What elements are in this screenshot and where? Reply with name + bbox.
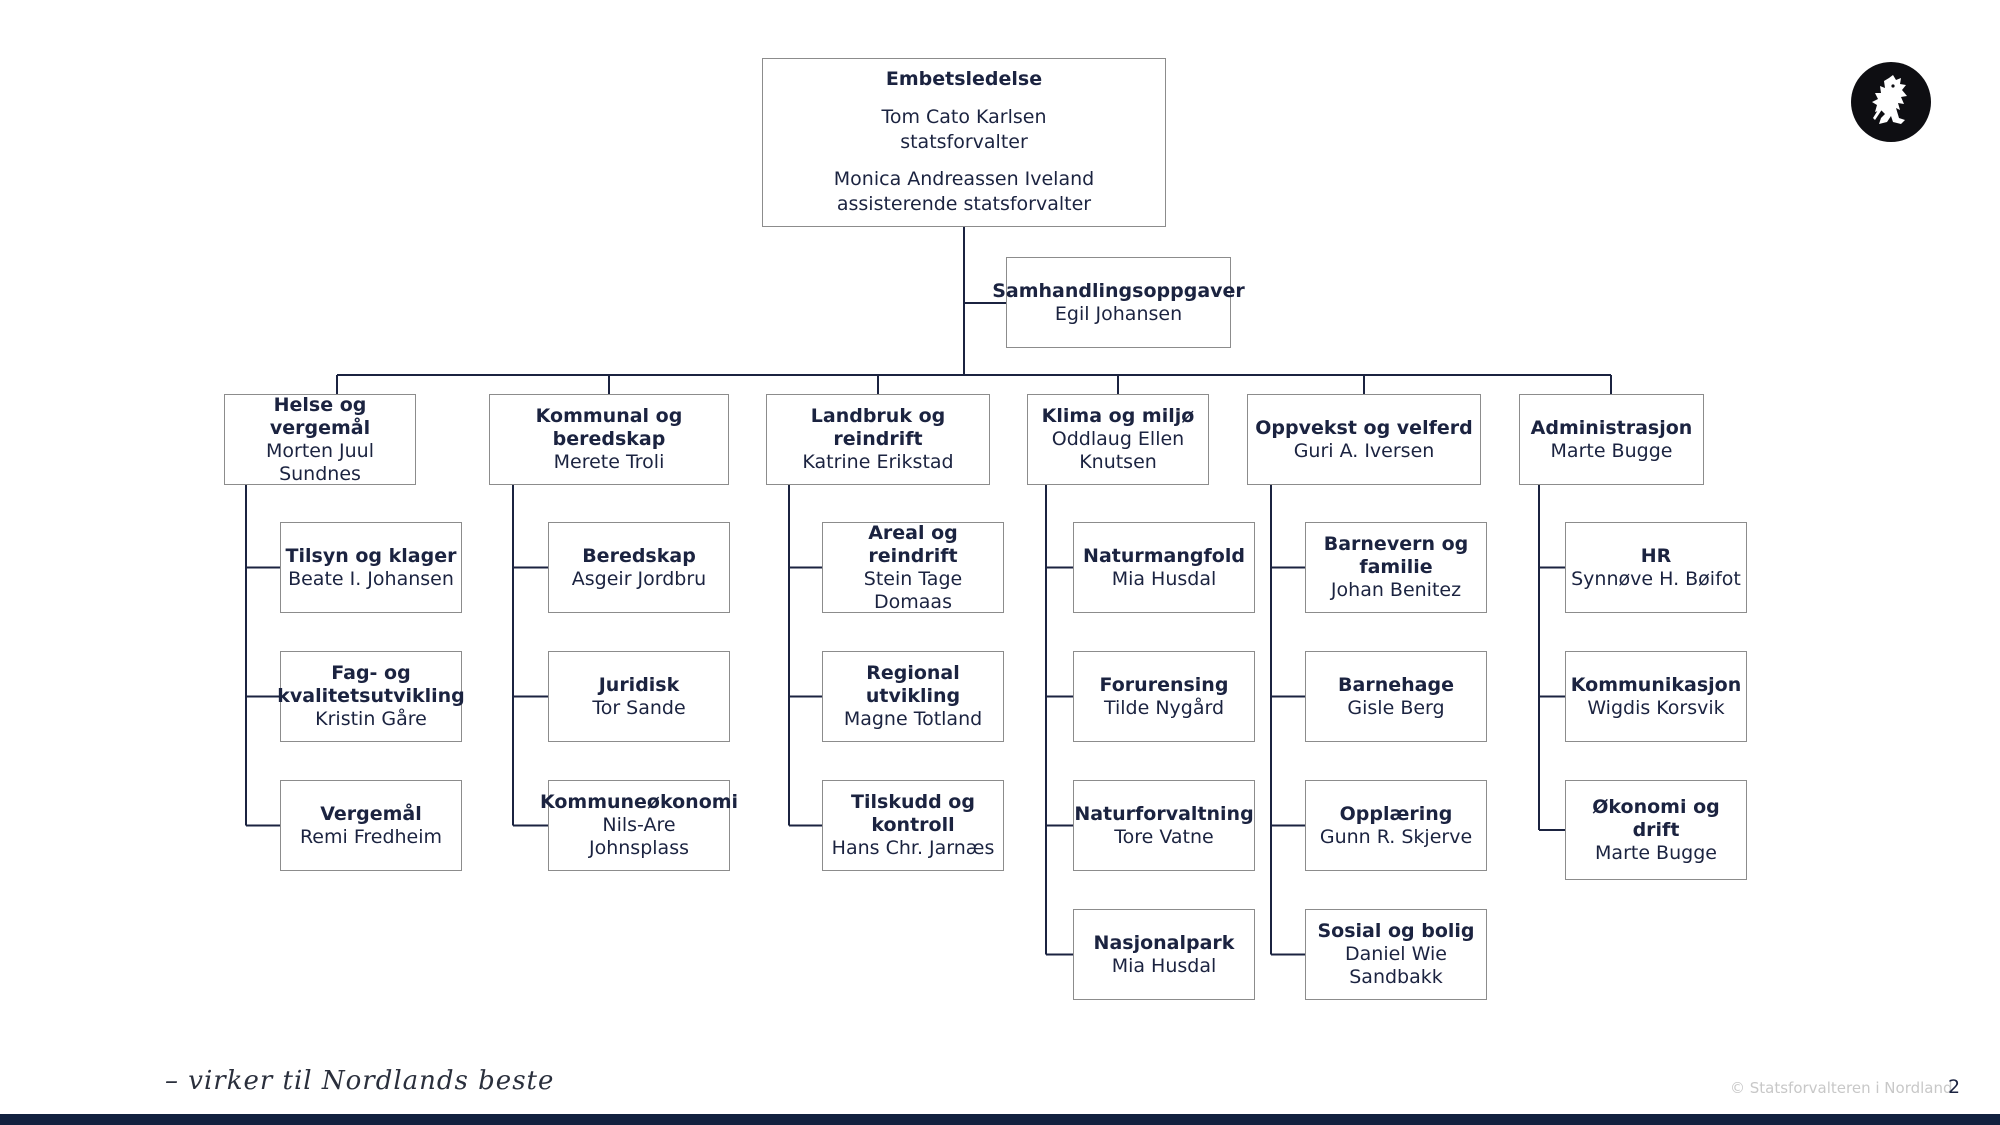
department-title: Landbruk og reindrift [810,405,946,450]
department-head: Marte Bugge [1550,439,1673,462]
department-title: Kommunal og beredskap [535,405,683,450]
unit-title: HR [1640,544,1672,567]
slogan: – virker til Nordlands beste [165,1066,555,1096]
unit-head: Remi Fredheim [299,825,443,848]
top-management-title: Embetsledelse [885,68,1043,90]
unit-head: Wigdis Korsvik [1587,696,1725,719]
unit-title: Tilsyn og klager [285,544,457,567]
unit-head: Tilde Nygård [1103,696,1225,719]
unit-title: Forurensing [1099,673,1229,696]
page-number: 2 [1948,1076,1961,1098]
unit-title: Tilskudd og kontroll [851,791,975,836]
department-head: Guri A. Iversen [1293,439,1435,462]
unit-title: Naturmangfold [1083,544,1245,567]
unit-head: Mia Husdal [1111,954,1217,977]
unit-head: Mia Husdal [1111,567,1217,590]
department-title: Administrasjon [1530,416,1693,439]
unit-head: Kristin Gåre [315,708,427,730]
unit-head: Asgeir Jordbru [571,567,707,590]
unit-title: Sosial og bolig [1317,920,1475,942]
unit-head: Gunn R. Skjerve [1319,825,1473,848]
unit-title: Juridisk [598,673,680,696]
top-person2-role: assisterende statsforvalter [836,193,1092,215]
copyright: © Statsforvalteren i Nordland [1730,1079,1953,1097]
unit-head: Marte Bugge [1595,841,1717,864]
unit-head: Hans Chr. Jarnæs [831,837,995,859]
unit-title: Vergemål [320,802,422,825]
unit-title: Opplæring [1339,802,1453,825]
department-title: Helse og vergemål [269,393,371,439]
staff-title: Samhandlingsoppgaver [992,279,1245,302]
unit-head: Tor Sande [592,696,686,719]
unit-title: Beredskap [582,544,696,567]
department-head: Morten Juul Sundnes [265,439,375,485]
department-head: Merete Troli [553,451,665,473]
unit-head: Magne Totland [843,708,983,730]
top-person1-role: statsforvalter [900,131,1028,153]
department-title: Klima og miljø [1041,405,1195,427]
unit-head: Stein Tage Domaas [863,567,963,613]
staff-person: Egil Johansen [1054,302,1183,325]
unit-title: Økonomi og drift [1592,795,1720,841]
department-head: Katrine Erikstad [802,451,954,473]
unit-head: Daniel Wie Sandbakk [1345,943,1447,988]
unit-head: Beate I. Johansen [288,567,454,590]
unit-title: Kommuneøkonomi [539,791,739,813]
top-person1-name: Tom Cato Karlsen [881,106,1047,128]
lion-coat-of-arms-icon [1851,62,1931,142]
unit-title: Areal og reindrift [868,521,958,567]
unit-title: Regional utvikling [865,662,961,707]
unit-title: Kommunikasjon [1570,673,1742,696]
unit-head: Johan Benitez [1330,579,1462,601]
unit-title: Naturforvaltning [1074,802,1254,825]
unit-title: Nasjonalpark [1093,931,1235,954]
unit-title: Barnevern og familie [1323,533,1469,578]
unit-head: Gisle Berg [1347,696,1445,719]
unit-title: Barnehage [1338,673,1454,696]
unit-head: Tore Vatne [1114,825,1214,848]
department-title: Oppvekst og velferd [1255,416,1473,439]
department-head: Oddlaug Ellen Knutsen [1051,428,1185,473]
top-person2-name: Monica Andreassen Iveland [833,168,1095,190]
unit-title: Fag- og kvalitetsutvikling [277,662,465,707]
unit-head: Synnøve H. Bøifot [1571,567,1741,590]
bottom-bar [0,1114,2000,1125]
unit-head: Nils-Are Johnsplass [589,814,689,859]
